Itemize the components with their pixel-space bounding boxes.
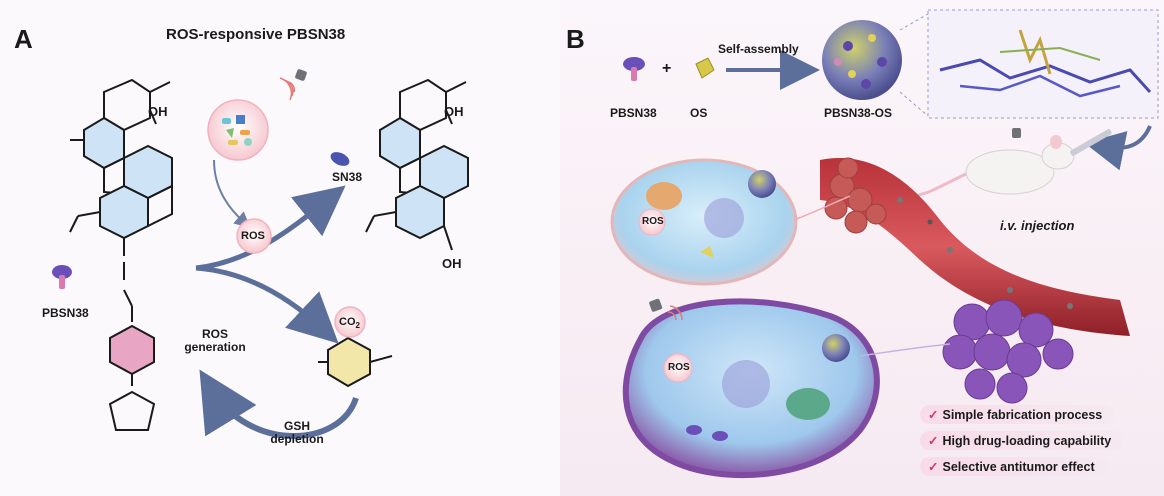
os-icon bbox=[695, 57, 715, 79]
os-label: OS bbox=[690, 106, 708, 120]
pbsn38-icon-b bbox=[623, 57, 645, 81]
pbsn38-label-b: PBSN38 bbox=[610, 106, 657, 120]
ros-label-a: ROS bbox=[241, 230, 265, 242]
oh-label-sn38-bottom: OH bbox=[442, 256, 462, 271]
pbsn38-molecule bbox=[69, 78, 173, 431]
cargo-bubble bbox=[207, 99, 269, 161]
cell-bottom bbox=[622, 298, 880, 479]
cell-top bbox=[610, 158, 798, 286]
pbsn38-label-a: PBSN38 bbox=[42, 306, 89, 320]
sn38-icon bbox=[330, 152, 350, 166]
ultrasound-probe-a bbox=[279, 69, 307, 101]
arrow-to-quinone bbox=[195, 265, 339, 344]
co2-label: CO2 bbox=[339, 316, 360, 331]
ros-label-b-top: ROS bbox=[642, 216, 664, 227]
pbsn38-os-nanoparticle bbox=[822, 20, 902, 100]
pbsn38-os-label: PBSN38-OS bbox=[824, 106, 893, 120]
sn38-molecule bbox=[365, 78, 469, 251]
ros-bubble-a bbox=[236, 218, 272, 254]
blood-vessel bbox=[820, 158, 1130, 336]
ultrasound-probe-b bbox=[649, 298, 683, 321]
sn38-label: SN38 bbox=[332, 170, 363, 184]
iv-injection-label: i.v. injection bbox=[1000, 218, 1075, 233]
oh-label-sn38-top: OH bbox=[444, 104, 464, 119]
feature-bullet-2: ✓High drug-loading capability bbox=[920, 431, 1124, 450]
quinone-methide-molecule bbox=[318, 336, 393, 388]
arrow-to-ros bbox=[213, 159, 251, 228]
tumor-cluster-purple bbox=[942, 299, 1074, 404]
molecular-model-inset bbox=[927, 9, 1159, 119]
mouse-illustration bbox=[909, 128, 1112, 198]
self-assembly-label: Self-assembly bbox=[718, 42, 799, 56]
co2-bubble bbox=[334, 306, 366, 338]
feature-bullet-3: ✓Selective antitumor effect bbox=[920, 457, 1107, 476]
oh-label-pbsn38: OH bbox=[148, 104, 168, 119]
panel-b-letter: B bbox=[566, 24, 585, 54]
plus-sign: + bbox=[662, 60, 672, 77]
ros-label-b-bottom: ROS bbox=[668, 362, 690, 373]
tumor-cluster-red bbox=[824, 157, 887, 234]
arrow-gsh-depletion bbox=[199, 369, 359, 439]
panel-a-letter: A bbox=[14, 24, 33, 54]
pbsn38-icon-a bbox=[52, 265, 72, 289]
panel-a-title: ROS-responsive PBSN38 bbox=[166, 26, 346, 43]
feature-bullet-1: ✓Simple fabrication process bbox=[920, 405, 1115, 424]
